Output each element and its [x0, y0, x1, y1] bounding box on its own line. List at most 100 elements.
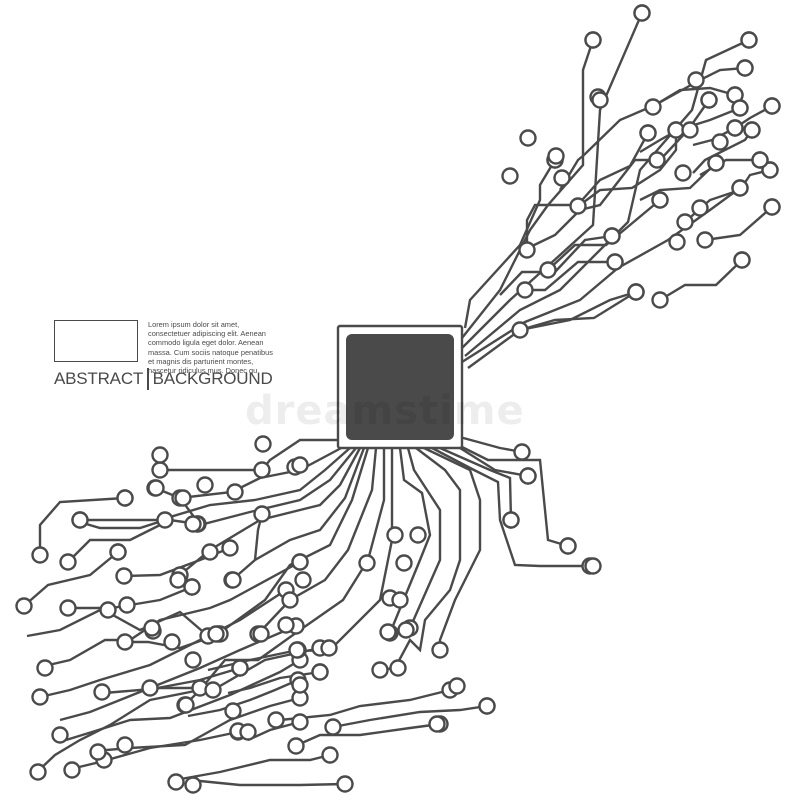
circuit-pad: [386, 526, 404, 544]
circuit-pad: [731, 99, 749, 117]
circuit-pad: [224, 702, 242, 720]
circuit-pad: [253, 461, 271, 479]
circuit-trace: [659, 259, 743, 302]
circuit-pad: [167, 773, 185, 791]
circuit-pad: [559, 537, 577, 555]
circuit-pad: [651, 291, 669, 309]
circuit-trace: [279, 688, 451, 722]
circuit-pad: [29, 763, 47, 781]
label-frame: [54, 320, 138, 362]
circuit-pad: [151, 461, 169, 479]
circuit-pad: [676, 213, 694, 231]
background-word: BACKGROUND: [152, 369, 273, 388]
circuit-pad: [448, 677, 466, 695]
circuit-trace: [525, 130, 678, 250]
circuit-pad: [502, 511, 520, 529]
circuit-pad: [239, 723, 257, 741]
circuit-pad: [639, 124, 657, 142]
label-divider: [147, 368, 149, 390]
circuit-trace: [174, 753, 331, 782]
circuit-pad: [277, 616, 295, 634]
circuit-pad: [254, 435, 272, 453]
circuit-pad: [31, 688, 49, 706]
circuit-pad: [224, 571, 242, 589]
circuit-pad: [763, 97, 781, 115]
circuit-trace: [65, 606, 209, 637]
circuit-pad: [253, 505, 271, 523]
circuit-pad: [321, 746, 339, 764]
circuit-pad: [711, 133, 729, 151]
circuit-trace: [332, 704, 488, 729]
circuit-pad: [740, 31, 758, 49]
circuit-pad: [606, 253, 624, 271]
circuit-pad: [743, 121, 761, 139]
circuit-pad: [519, 129, 537, 147]
circuit-pad: [288, 641, 306, 659]
circuit-pad: [397, 621, 415, 639]
circuit-pad: [291, 553, 309, 571]
circuit-trace: [24, 551, 119, 606]
circuit-pad: [184, 515, 202, 533]
circuit-pad: [36, 659, 54, 677]
circuit-pad: [501, 167, 519, 185]
circuit-pad: [409, 526, 427, 544]
circuit-pad: [183, 578, 201, 596]
circuit-pad: [320, 639, 338, 657]
circuit-pad: [668, 233, 686, 251]
circuit-pad: [177, 696, 195, 714]
abstract-word: ABSTRACT: [54, 369, 144, 388]
circuit-pad: [184, 776, 202, 794]
circuit-pad: [109, 543, 127, 561]
circuit-trace: [574, 132, 650, 209]
circuit-pad: [428, 715, 446, 733]
circuit-pad: [184, 651, 202, 669]
circuit-trace: [558, 66, 746, 191]
circuit-trace: [67, 518, 199, 563]
circuit-pad: [336, 775, 354, 793]
circuit-trace: [423, 446, 482, 650]
circuit-pad: [633, 4, 651, 22]
lorem-text: Lorem ipsum dolor sit amet, consectetuer…: [148, 320, 273, 376]
circuit-pad: [15, 597, 33, 615]
circuit-pad: [726, 119, 744, 137]
circuit-pad: [291, 713, 309, 731]
circuit-trace: [467, 290, 637, 369]
circuit-pad: [291, 676, 309, 694]
circuit-trace: [459, 446, 529, 478]
circuit-trace: [547, 199, 661, 271]
watermark-text: dreamstime: [245, 388, 525, 434]
circuit-pad: [707, 154, 725, 172]
circuit-pad: [201, 543, 219, 561]
circuit-trace: [36, 646, 321, 773]
circuit-pad: [291, 456, 309, 474]
circuit-pad: [226, 483, 244, 501]
circuit-trace: [464, 38, 750, 357]
circuit-pad: [59, 553, 77, 571]
circuit-pad: [516, 281, 534, 299]
circuit-pad: [431, 641, 449, 659]
circuit-pad: [603, 227, 621, 245]
circuit-pad: [591, 91, 609, 109]
circuit-trace: [699, 158, 760, 177]
circuit-pad: [761, 161, 779, 179]
circuit-pad: [324, 718, 342, 736]
circuit-pad: [519, 467, 537, 485]
circuit-trace: [639, 162, 717, 202]
circuit-trace: [39, 588, 287, 699]
circuit-trace: [294, 722, 441, 748]
circuit-pads: [15, 4, 781, 794]
circuit-pad: [31, 546, 49, 564]
circuit-trace: [75, 518, 166, 530]
circuit-pad: [627, 283, 645, 301]
circuit-pad: [547, 147, 565, 165]
circuit-pad: [287, 737, 305, 755]
circuit-pad: [204, 681, 222, 699]
circuit-pad: [763, 198, 781, 216]
circuit-pad: [115, 567, 133, 585]
circuit-pad: [221, 539, 239, 557]
circuit-pad: [147, 479, 165, 497]
circuit-trace: [457, 12, 644, 353]
circuit-pad: [156, 511, 174, 529]
circuit-trace: [217, 447, 370, 635]
